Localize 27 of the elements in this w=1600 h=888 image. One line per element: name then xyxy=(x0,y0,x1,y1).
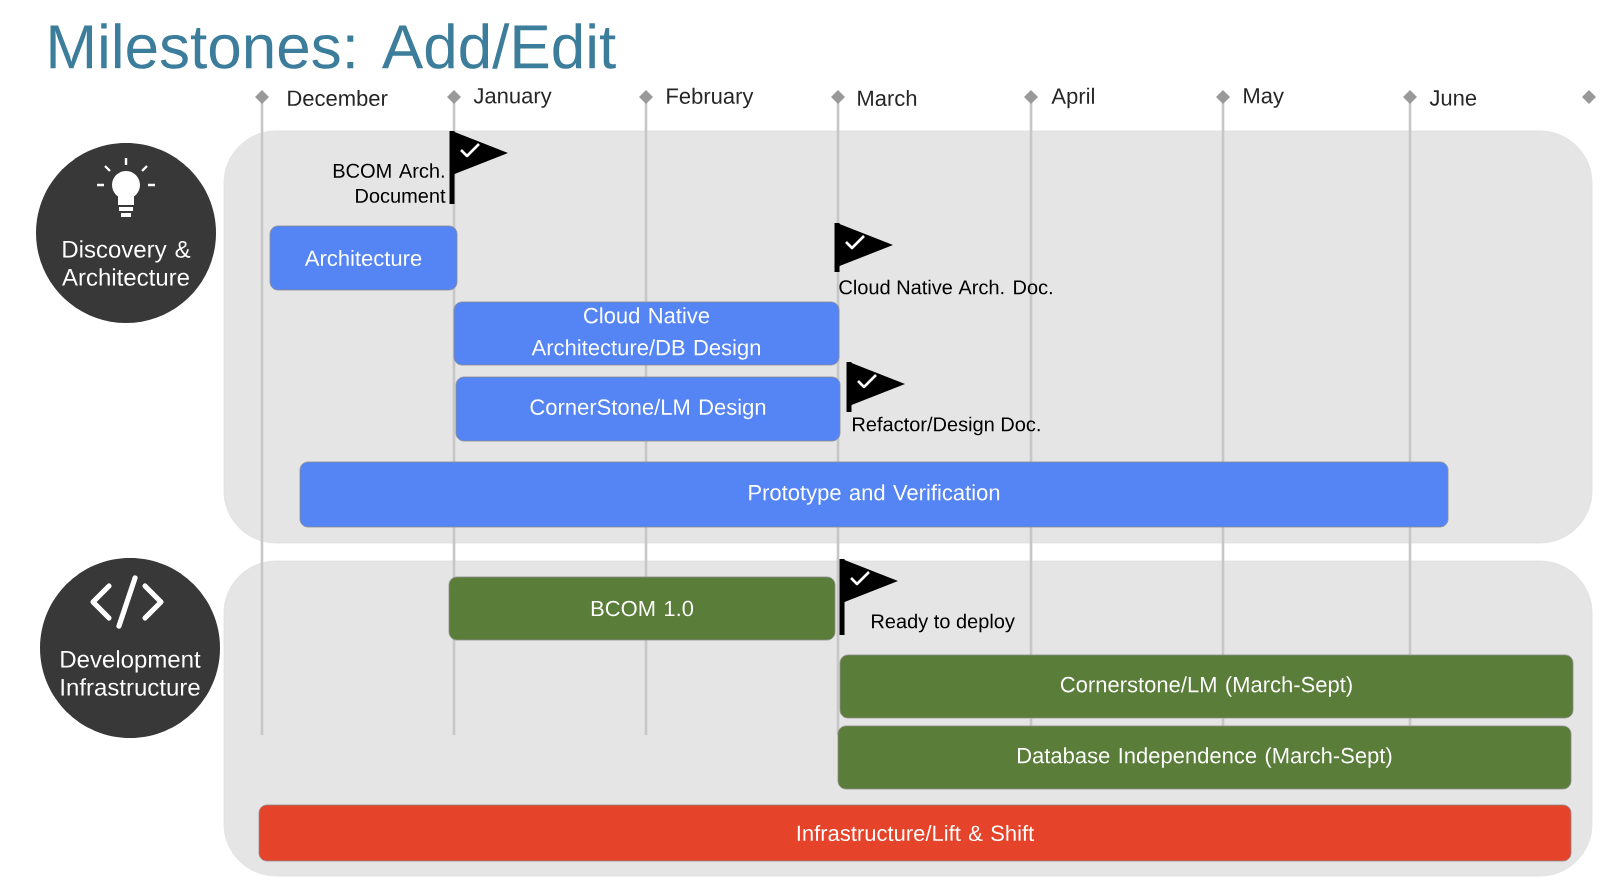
phase-circle xyxy=(36,143,216,323)
month-label: March xyxy=(858,89,917,107)
milestone-label: Ready to deploy xyxy=(872,613,1015,633)
task-bar: Database Independence (March-Sept) xyxy=(837,725,1572,790)
milestone-flag xyxy=(846,362,905,412)
task-bar: Infrastructure/Lift & Shift xyxy=(258,804,1572,862)
month-label: April xyxy=(1051,87,1094,109)
title: Milestones: Add/Edit xyxy=(50,23,616,69)
task-bar: Architecture xyxy=(269,225,458,291)
phase-label: Discovery & Architecture xyxy=(62,240,191,286)
phase-label: Development Infrastructure xyxy=(61,650,201,696)
milestone-label: Cloud Native Arch. Doc. xyxy=(839,279,1052,295)
task-bar: Cloud Native Architecture/DB Design xyxy=(453,301,840,366)
month-label: January xyxy=(473,88,552,108)
task-bar: Prototype and Verification xyxy=(299,461,1449,528)
month-label: December xyxy=(288,89,388,107)
milestone-flag xyxy=(449,131,508,204)
task-bar: CornerStone/LM Design xyxy=(455,376,841,442)
phase-circle xyxy=(40,558,220,738)
month-label: February xyxy=(667,87,754,109)
task-bar: BCOM 1.0 xyxy=(448,576,836,641)
month-label: June xyxy=(1429,90,1477,106)
month-label: May xyxy=(1244,88,1284,108)
milestone-label: Refactor/Design Doc. xyxy=(853,416,1040,436)
milestone-label: BCOM Arch. Document xyxy=(333,163,446,203)
milestone-flag xyxy=(834,223,893,272)
task-bar: Cornerstone/LM (March-Sept) xyxy=(839,654,1574,719)
